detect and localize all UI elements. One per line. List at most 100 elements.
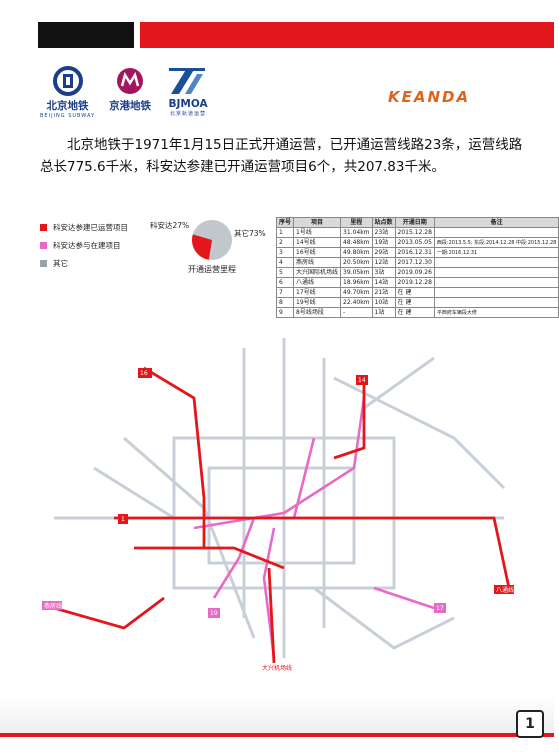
table-cell: 在 建 [394,307,435,318]
table-cell: 大兴国际机场线 [293,267,342,278]
table-cell [433,287,559,298]
map-label-19: 19 [210,610,218,617]
table-cell: 49.70km [340,287,373,298]
col-header: 项目 [293,217,342,228]
table-cell: 18.96km [340,277,373,288]
legend-item: 其它 [40,254,128,272]
logo-sub: BEIJING SUBWAY [40,113,96,119]
table-cell [433,267,559,278]
legend-item: 科安达参建已运营项目 [40,218,128,236]
logo-sub: 北京轨道运营 [170,111,207,117]
table-cell: 16号线 [293,247,342,258]
table-cell: 19站 [371,237,396,248]
col-header: 里程 [340,217,373,228]
table-cell: 西段:2013.5.5; 东段:2014.12.28 中段:2015.12.28 [433,237,559,248]
legend-item: 科安达参与在建项目 [40,236,128,254]
map-label-17: 17 [436,605,444,612]
map-tag-17 [434,603,446,613]
header-black-bar [38,22,134,48]
page-number: 1 [516,710,544,738]
mileage-pie: 科安达27% 其它73% 开通运营里程 [150,214,278,278]
map-label-1: 1 [121,516,125,523]
col-header: 站点数 [371,217,396,228]
subway-map: 燕房线 八通线 14 1 16 17 19 大兴机场线 [42,338,514,672]
table-cell: 9 [275,307,295,318]
pie-label-keanda: 科安达27% [150,221,190,230]
map-tag-14 [356,375,368,385]
table-cell: 平西府车辆段大修 [433,307,559,318]
table-cell: 14站 [371,277,396,288]
table-cell: 29站 [371,247,396,258]
footer-red-line [0,733,554,737]
logo-label: 北京地铁 [46,100,89,112]
legend-swatch [40,241,47,249]
table-cell: 2016.12.31 [394,247,435,258]
map-label-batong: 八通线 [496,586,514,594]
table-cell: 2015.12.28 [394,227,435,238]
col-header: 开通日期 [394,217,435,228]
intro-text: 北京地铁于1971年1月15日正式开通运营，已开通运营线路23条，运营线路总长7… [40,137,523,175]
table-cell: 7 [275,287,295,298]
table-cell: 一期:2016.12.31 [433,247,559,258]
train-graphic [0,696,554,734]
map-tag-16 [138,368,152,378]
beijing-subway-icon [52,66,83,96]
pie-chart [192,220,232,260]
table-cell: - [340,307,373,318]
table-cell: 12站 [371,257,396,268]
map-tag-19 [208,608,220,618]
table-cell: 49.80km [340,247,373,258]
intro-paragraph: 北京地铁于1971年1月15日正式开通运营，已开通运营线路23条，运营线路总长7… [40,134,526,178]
mtr-logo: 京港地铁 [109,66,151,113]
table-cell: 21站 [371,287,396,298]
map-label-daxing: 大兴机场线 [262,664,292,672]
table-cell: 20.50km [340,257,373,268]
table-cell: 1号线 [293,227,342,238]
header-red-bar [140,22,554,48]
logo-label: BJMOA [168,98,208,110]
table-cell: 燕房线 [293,257,342,268]
legend-swatch [40,259,47,267]
table-cell [433,277,559,288]
table-cell: 2017.12.30 [394,257,435,268]
table-cell: 39.05km [340,267,373,278]
pie-caption: 开通运营里程 [188,265,236,274]
table-cell [433,297,559,308]
table-cell: 23站 [371,227,396,238]
table-cell: 8号线场段 [293,307,342,318]
table-cell: 3站 [371,267,396,278]
bjmoa-icon [169,68,206,94]
beijing-subway-logo: 北京地铁 BEIJING SUBWAY [40,66,95,119]
table-cell: 1 [275,227,295,238]
legend: 科安达参建已运营项目 科安达参与在建项目 其它 [40,218,128,272]
logo-row: 北京地铁 BEIJING SUBWAY 京港地铁 BJMOA 北京轨道运营 [40,66,211,122]
map-label-16: 16 [140,370,148,377]
pie-slice-keanda [192,234,212,260]
table-cell: 48.48km [340,237,373,248]
table-cell [433,257,559,268]
table-cell: 1站 [371,307,396,318]
table-cell: 2019.09.26 [394,267,435,278]
table-cell: 3 [275,247,295,258]
table-cell: 在 建 [394,287,435,298]
table-cell: 八通线 [293,277,342,288]
map-tag-batong [494,585,514,594]
table-cell: 31.04km [340,227,373,238]
col-header: 序号 [275,217,295,228]
table-cell: 8 [275,297,295,308]
table-cell: 2 [275,237,295,248]
logo-label: 京港地铁 [109,100,152,112]
bjmoa-logo: BJMOA 北京轨道运营 [165,66,211,117]
col-header: 备注 [433,217,559,228]
map-labels: 燕房线 八通线 14 1 16 17 19 大兴机场线 [42,368,514,672]
